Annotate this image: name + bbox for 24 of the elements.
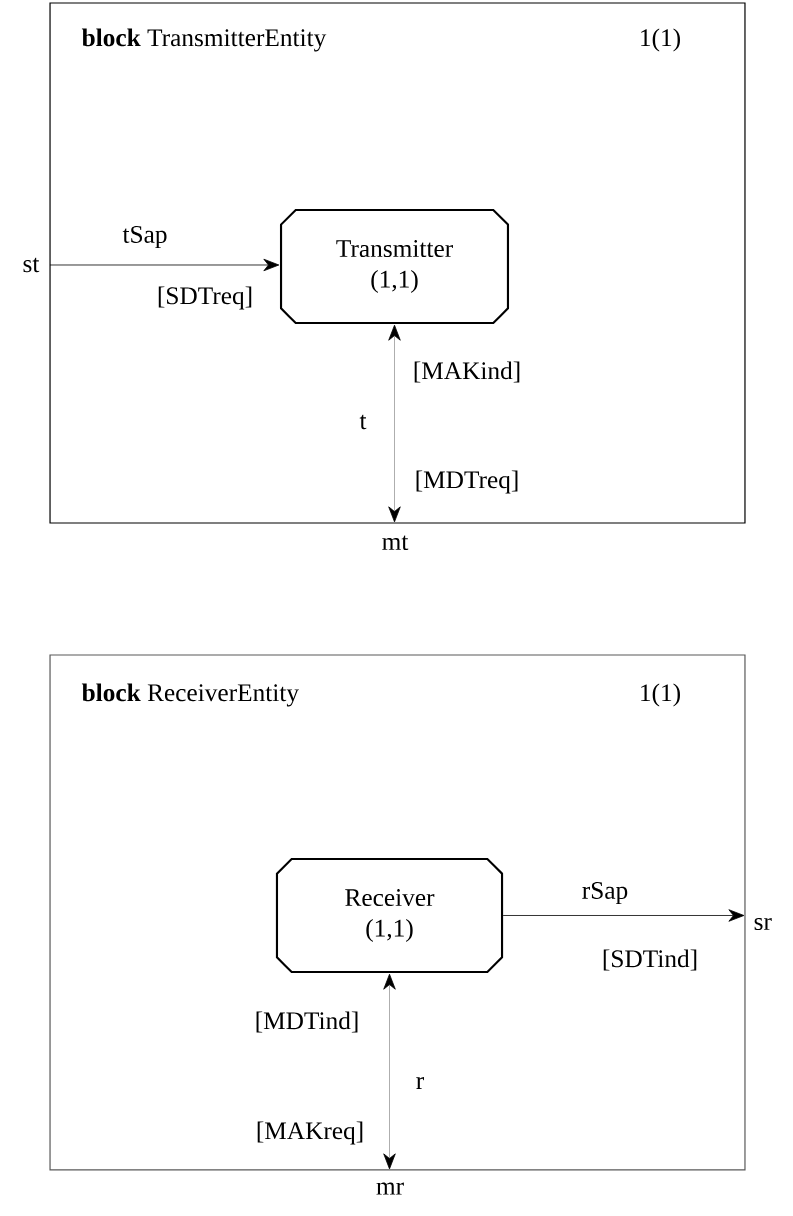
block-title: block TransmitterEntity <box>81 28 327 52</box>
page-number: 1(1) <box>641 683 680 707</box>
signal-list: [MDTreq] <box>416 470 518 494</box>
port-label: sr <box>754 917 772 931</box>
port-label: st <box>23 257 40 273</box>
process-box: Transmitter (1,1) <box>279 208 510 325</box>
channel-label: tSap <box>122 225 167 249</box>
channel-label: r <box>416 1077 424 1089</box>
signal-list: [SDTind] <box>603 949 697 971</box>
channel-label: t <box>359 414 367 430</box>
connector-arrow <box>502 909 745 922</box>
signal-list: [MAKreq] <box>257 1121 363 1145</box>
connector-arrow <box>49 258 280 272</box>
connector-arrow <box>383 973 396 1170</box>
page-number: 1(1) <box>641 28 680 52</box>
signal-list: [MDTind] <box>256 1011 358 1033</box>
port-label: mt <box>382 535 409 551</box>
channel-label: rSap <box>582 881 628 905</box>
process-box: Receiver (1,1) <box>275 857 504 974</box>
block-title: block ReceiverEntity <box>81 683 299 707</box>
signal-list: [SDTreq] <box>158 286 252 310</box>
port-label: mr <box>376 1182 404 1195</box>
connector-arrow <box>388 324 401 523</box>
signal-list: [MAKind] <box>414 361 520 383</box>
